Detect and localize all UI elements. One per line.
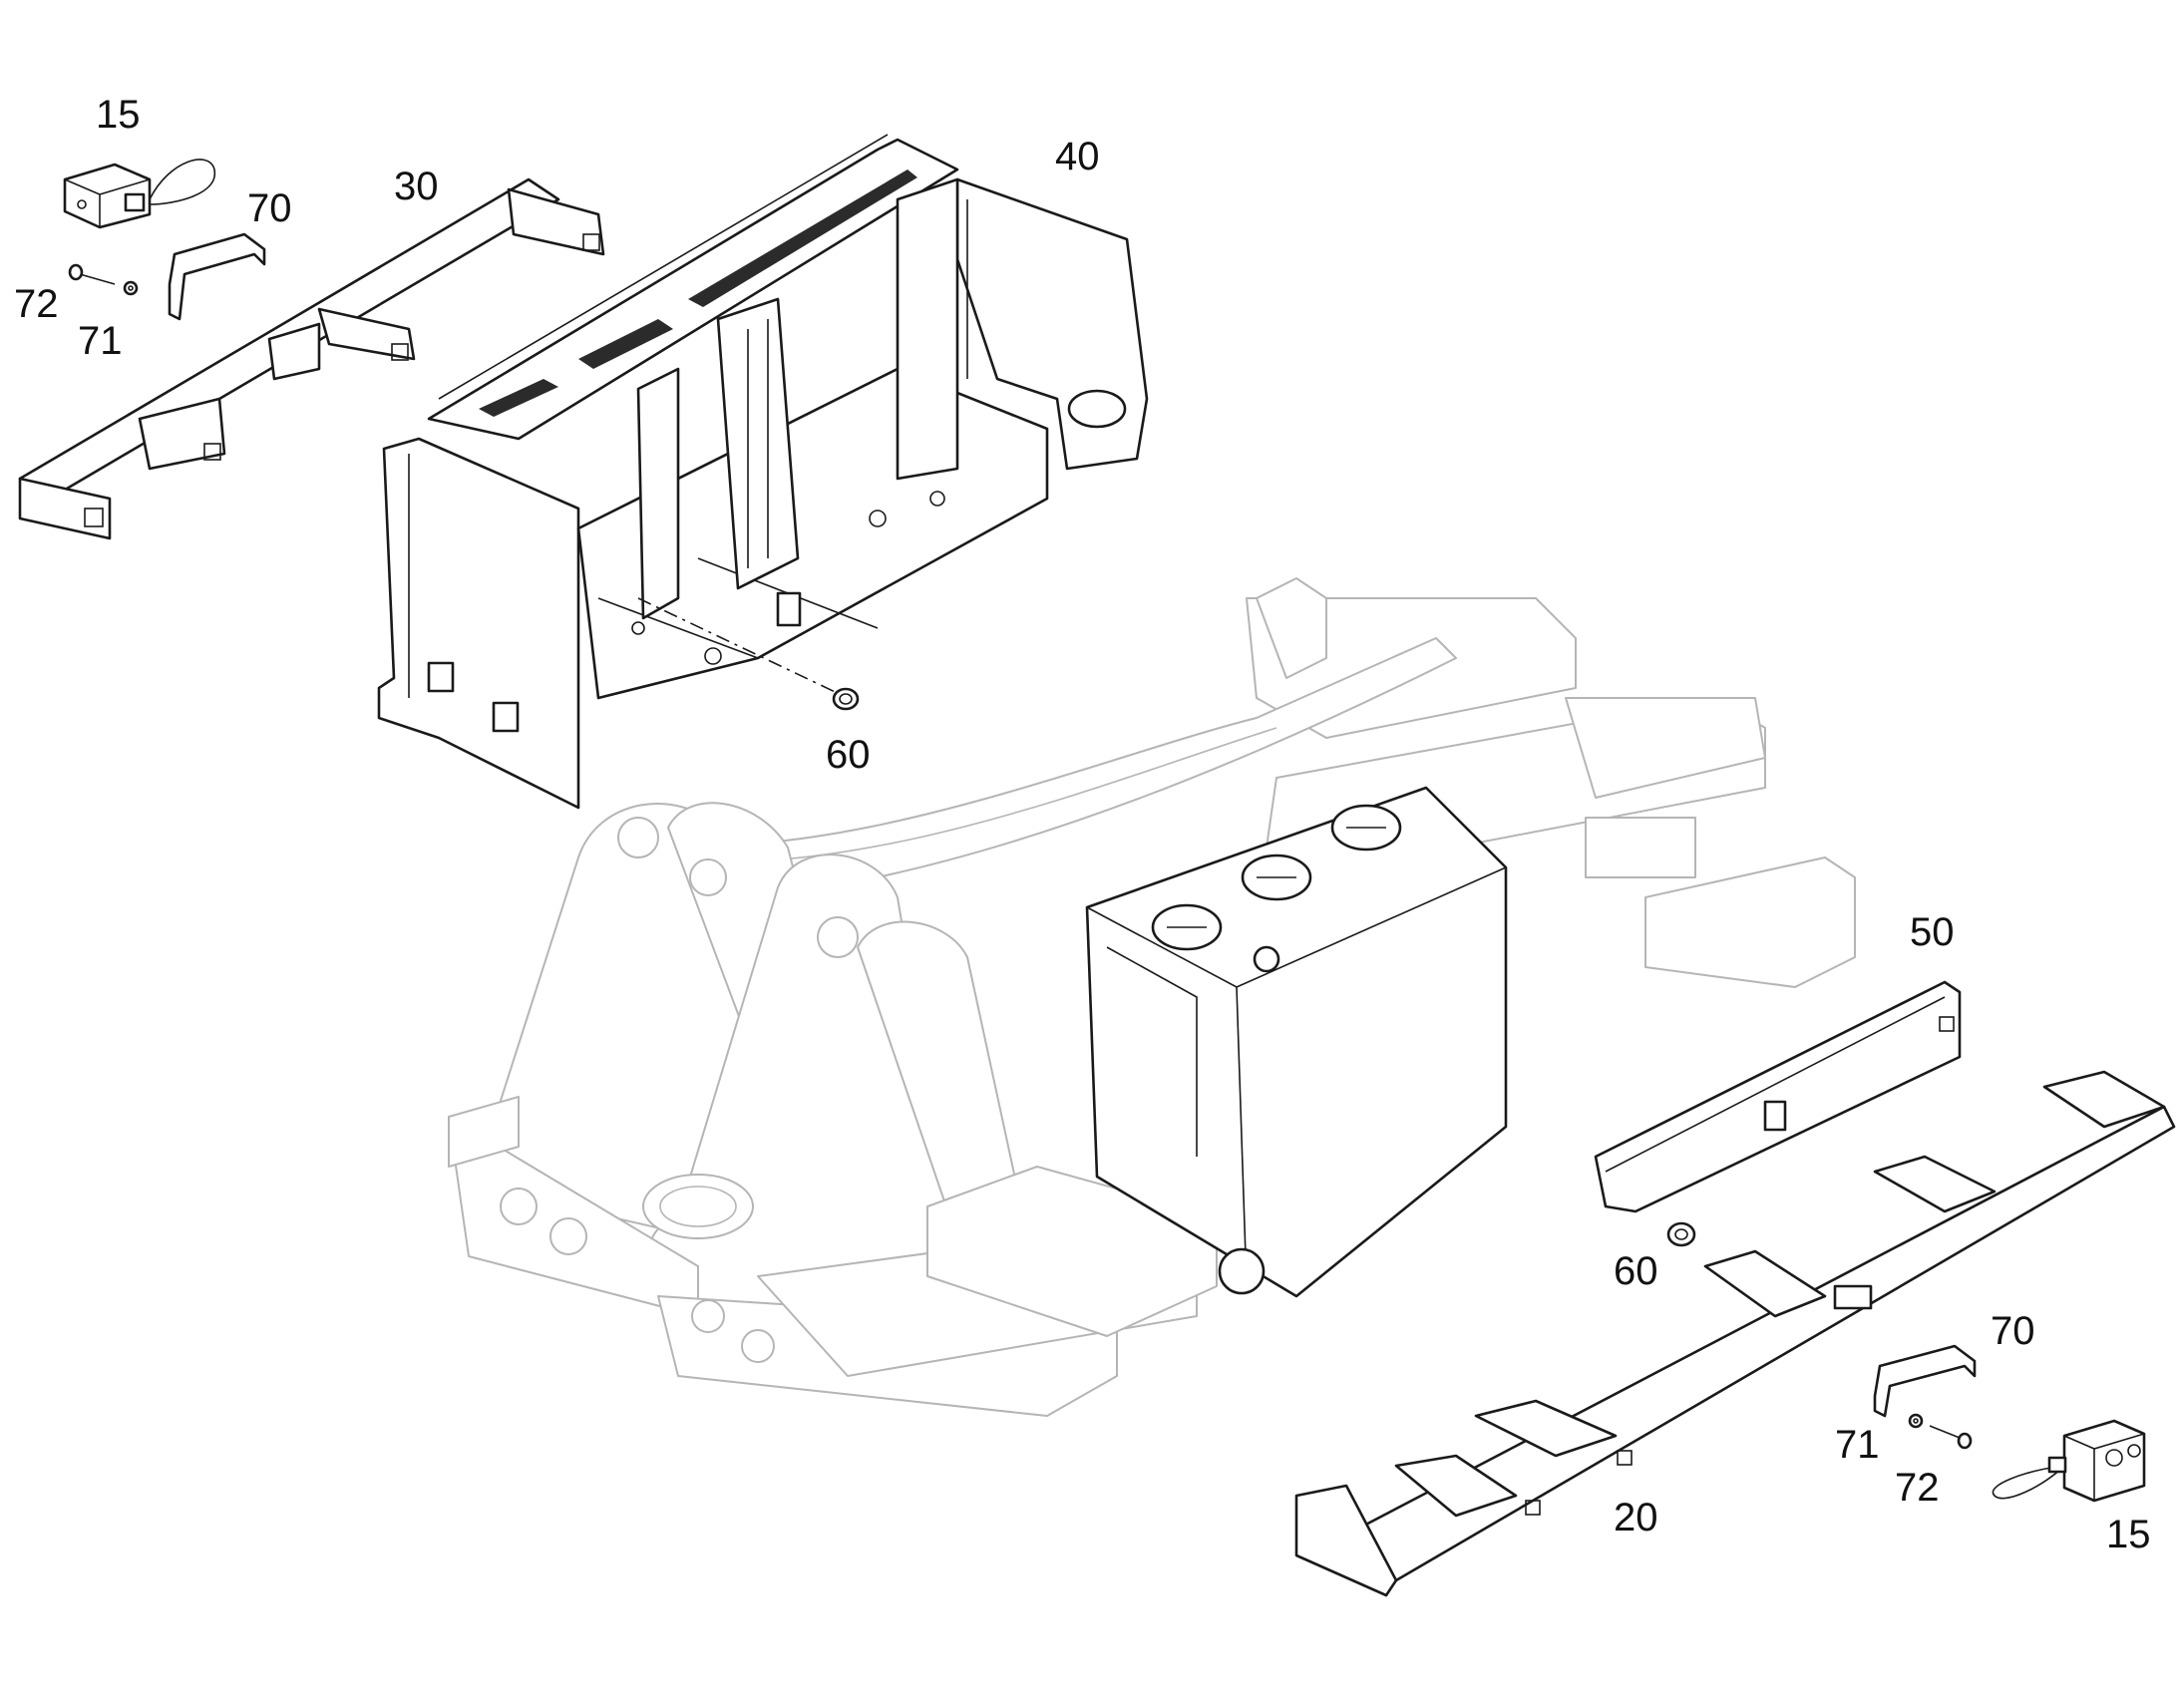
rail-30 <box>18 177 605 540</box>
bracket-70-top <box>168 232 266 321</box>
connector-box-15-bottom <box>1992 1419 2146 1503</box>
fuel-tank <box>1085 786 1508 1298</box>
connector-box-15-top <box>63 159 215 229</box>
callout-15-top: 15 <box>96 93 141 137</box>
callout-71-top: 71 <box>78 319 123 363</box>
rail-20 <box>1294 1070 2176 1597</box>
cab-frame <box>377 134 1149 810</box>
chassis-frame <box>448 577 1856 1417</box>
callout-40: 40 <box>1055 135 1100 178</box>
rail-50 <box>1594 980 1962 1213</box>
callout-71-bottom: 71 <box>1835 1423 1880 1467</box>
washer-71-top <box>123 280 139 296</box>
callout-70-top: 70 <box>247 186 292 230</box>
assembly-line-60-top <box>637 597 849 699</box>
bolt-72-bottom <box>1929 1425 1973 1450</box>
bracket-70-bottom <box>1873 1344 1977 1418</box>
callout-60-top: 60 <box>826 733 871 777</box>
callout-50: 50 <box>1910 910 1955 954</box>
callout-20: 20 <box>1614 1496 1658 1539</box>
callout-30: 30 <box>394 165 439 208</box>
callout-70-bottom: 70 <box>1991 1309 2035 1353</box>
callout-15-bottom: 15 <box>2106 1513 2151 1556</box>
washer-71-bottom <box>1908 1413 1924 1429</box>
callout-72-top: 72 <box>14 282 59 326</box>
plug-60-bottom <box>1666 1221 1696 1247</box>
callout-72-bottom: 72 <box>1895 1466 1940 1510</box>
plug-60-top <box>832 687 860 711</box>
bolt-72-top <box>68 263 116 285</box>
callout-60-bottom: 60 <box>1614 1249 1658 1293</box>
